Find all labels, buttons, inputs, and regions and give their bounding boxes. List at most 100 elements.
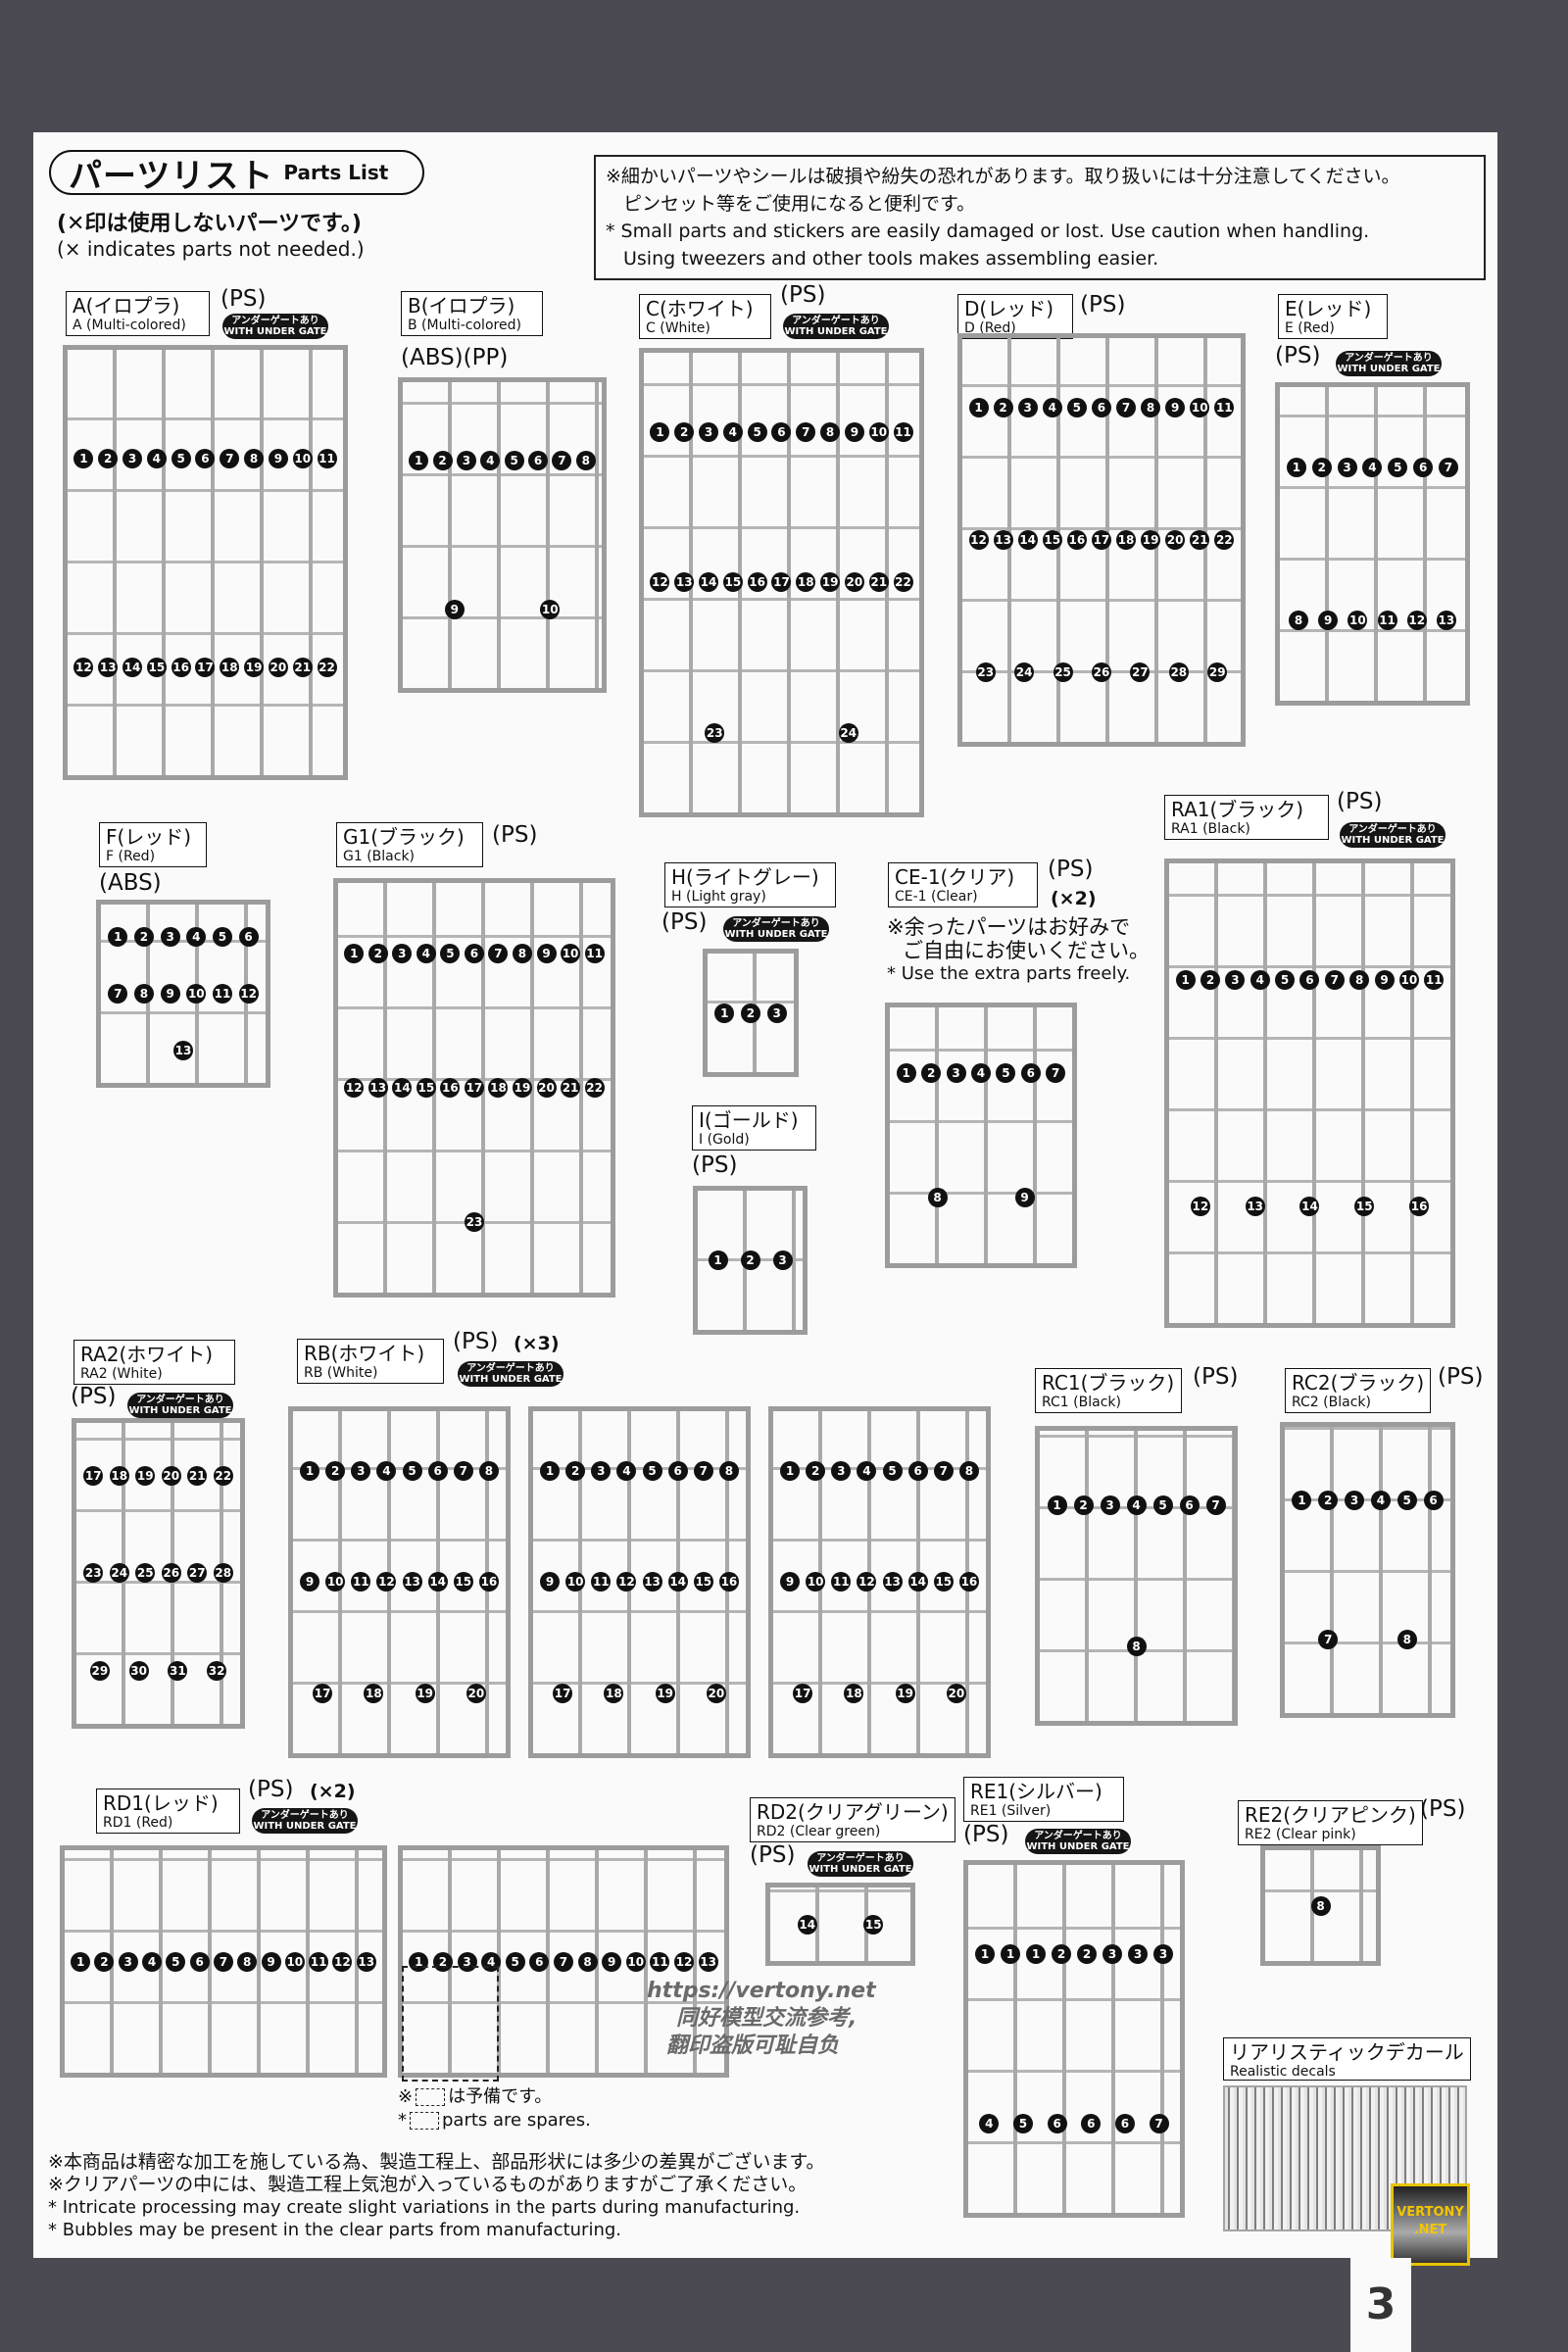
part-number: 19 xyxy=(135,1465,156,1486)
part-number: 2 xyxy=(1077,1943,1097,1964)
badge-en: WITH UNDER GATE xyxy=(784,326,888,337)
runner-material: (PS) xyxy=(1420,1796,1466,1822)
badge-en: WITH UNDER GATE xyxy=(1337,364,1441,374)
part-number: 1 xyxy=(71,1951,91,1972)
footer-note: * Intricate processing may create slight… xyxy=(48,2197,801,2218)
part-number: 3 xyxy=(351,1460,371,1481)
vertony-logo: VERTONY .NET xyxy=(1391,2183,1470,2266)
part-number: 14 xyxy=(392,1077,413,1098)
part-number: 6 xyxy=(528,451,549,470)
part-number: 14 xyxy=(122,657,143,677)
runner-name-en: A (Multi-colored) xyxy=(73,318,186,333)
runner-name-jp: I(ゴールド) xyxy=(699,1108,799,1132)
part-number: 8 xyxy=(1310,1895,1331,1916)
part-number: 6 xyxy=(464,944,484,964)
part-number: 16 xyxy=(1066,529,1087,550)
part-number: 13 xyxy=(993,529,1013,550)
part-number: 5 xyxy=(440,944,461,964)
part-number: 4 xyxy=(857,1460,877,1481)
part-number: 7 xyxy=(453,1460,473,1481)
part-number: 12 xyxy=(674,1951,694,1972)
part-number: 9 xyxy=(444,600,465,619)
runner-name-jp: RC2(ブラック) xyxy=(1292,1371,1425,1395)
footer-note: ※本商品は精密な加工を施している為、製造工程上、部品形状には多少の差異がございま… xyxy=(48,2151,825,2173)
dashed-box-icon xyxy=(416,2088,446,2106)
runner-name-jp: RE2(クリアピンク) xyxy=(1245,1803,1416,1827)
part-number: 12 xyxy=(376,1572,397,1592)
part-number: 1 xyxy=(968,398,989,418)
runner-name-jp: B(イロプラ) xyxy=(408,294,515,318)
part-number: 20 xyxy=(536,1077,557,1098)
spare-note: ※は予備です。 *parts are spares. xyxy=(398,2086,591,2131)
part-number: 6 xyxy=(427,1460,448,1481)
part-number: 7 xyxy=(220,448,240,468)
runner-label-re2: RE2(クリアピンク)RE2 (Clear pink) xyxy=(1238,1800,1423,1845)
part-number: 1 xyxy=(1026,1943,1046,1964)
part-number: 1 xyxy=(1047,1495,1067,1515)
part-number: 14 xyxy=(699,572,719,593)
part-number: 1 xyxy=(650,421,670,442)
notice-line: ピンセット等をご使用になると便利です。 xyxy=(623,193,976,215)
runner-label-i: I(ゴールド)I (Gold) xyxy=(692,1105,816,1151)
part-number: 17 xyxy=(771,572,792,593)
part-number: 13 xyxy=(1436,611,1456,630)
runner-label-e: E(レッド)E (Red) xyxy=(1278,294,1388,339)
part-number: 23 xyxy=(83,1563,104,1584)
part-number: 3 xyxy=(1017,398,1038,418)
part-number: 2 xyxy=(1318,1491,1339,1510)
part-number: 19 xyxy=(1141,529,1161,550)
runner-name-en: RC2 (Black) xyxy=(1292,1395,1371,1410)
runner-name-jp: G1(ブラック) xyxy=(343,825,465,849)
part-number: 4 xyxy=(970,1063,991,1084)
part-number: 11 xyxy=(317,448,337,468)
badge-en: WITH UNDER GATE xyxy=(1341,835,1445,846)
notice-line: ※細かいパーツやシールは破損や紛失の恐れがあります。取り扱いには十分注意してくだ… xyxy=(606,166,1400,187)
part-number: 4 xyxy=(146,448,167,468)
runner-name-jp: C(ホワイト) xyxy=(646,297,754,320)
runner-name-jp: F(レッド) xyxy=(106,825,192,849)
runner-name-jp: RE1(シルバー) xyxy=(970,1780,1102,1803)
badge-jp: アンダーゲートあり xyxy=(466,1363,555,1374)
part-number: 23 xyxy=(705,723,725,744)
part-number: 1 xyxy=(896,1063,916,1084)
runner-material: (PS) xyxy=(1080,292,1126,318)
decal-label-en: Realistic decals xyxy=(1230,2064,1336,2080)
part-number: 8 xyxy=(512,944,532,964)
part-number: 16 xyxy=(958,1572,979,1592)
part-number: 5 xyxy=(1152,1495,1173,1515)
part-number: 22 xyxy=(317,657,337,677)
runner-material: (PS) xyxy=(1337,789,1383,814)
part-number: 19 xyxy=(820,572,841,593)
part-number: 13 xyxy=(356,1951,376,1972)
part-number: 1 xyxy=(708,1250,728,1270)
part-number: 22 xyxy=(1214,529,1235,550)
part-number: 2 xyxy=(1200,970,1221,991)
part-number: 17 xyxy=(553,1684,573,1704)
part-number: 3 xyxy=(392,944,413,964)
part-number: 20 xyxy=(844,572,864,593)
part-number: 27 xyxy=(1130,662,1151,682)
part-number: 9 xyxy=(536,944,557,964)
part-number: 18 xyxy=(1116,529,1136,550)
part-number: 12 xyxy=(238,984,259,1004)
runner-label-ra2: RA2(ホワイト)RA2 (White) xyxy=(74,1340,235,1385)
runner-material: (PS) xyxy=(750,1842,796,1868)
runner-material: (PS) xyxy=(248,1777,294,1802)
part-number: 4 xyxy=(186,927,207,947)
runner-name-jp: H(ライトグレー) xyxy=(671,865,819,889)
badge-en: WITH UNDER GATE xyxy=(808,1864,912,1875)
runner-label-a: A(イロプラ)A (Multi-colored) xyxy=(66,291,210,336)
part-number: 6 xyxy=(195,448,216,468)
part-number: 20 xyxy=(161,1465,181,1486)
part-number: 19 xyxy=(512,1077,532,1098)
